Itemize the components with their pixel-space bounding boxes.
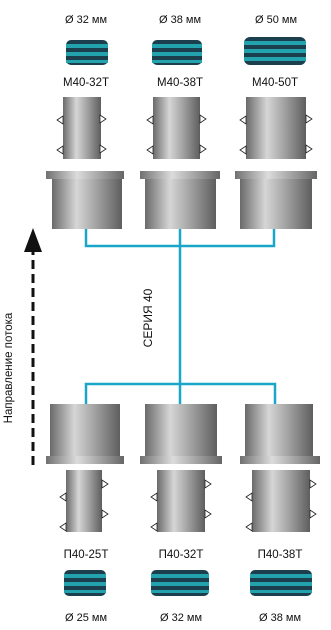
barb-icon — [199, 114, 207, 124]
connector-lines — [84, 229, 277, 404]
bottom-adapter-2: П40-32Т Ø 32 мм — [140, 404, 222, 624]
adapter-body — [140, 404, 222, 532]
arrow-head-icon — [24, 228, 42, 252]
bottom-adapter-code: П40-32Т — [159, 549, 204, 561]
hose-segment — [66, 40, 108, 65]
barb-icon — [199, 144, 207, 154]
hose-segment — [244, 37, 306, 65]
barb-icon — [150, 492, 158, 502]
top-diameter-label: Ø 32 мм — [65, 14, 107, 26]
top-adapter-code: М40-32Т — [63, 77, 109, 89]
adapter-body — [140, 97, 220, 229]
barb-icon — [204, 509, 212, 519]
barb-icon — [204, 479, 212, 489]
top-adapter-code: М40-50Т — [252, 77, 298, 89]
barb-icon — [146, 145, 154, 155]
barb-icon — [146, 115, 154, 125]
bottom-adapter-code: П40-25Т — [64, 549, 109, 561]
barb-icon — [59, 522, 67, 532]
hose-segment — [151, 570, 209, 596]
top-adapter-2: Ø 38 мм М40-38Т — [140, 14, 220, 229]
barb-icon — [56, 115, 64, 125]
bottom-adapter-3: П40-38Т Ø 38 мм — [240, 404, 320, 624]
barb-icon — [305, 144, 313, 154]
barb-icon — [245, 522, 253, 532]
barb-icon — [305, 114, 313, 124]
barb-icon — [150, 522, 158, 532]
top-diameter-label: Ø 38 мм — [159, 14, 201, 26]
top-adapter-code: М40-38Т — [157, 77, 203, 89]
flow-direction-label: Направление потока — [3, 312, 15, 423]
bottom-connector — [84, 382, 277, 404]
bottom-adapter-code: П40-38Т — [258, 549, 303, 561]
bottom-diameter-label: Ø 38 мм — [259, 612, 301, 624]
barb-icon — [101, 479, 109, 489]
hose-segment — [64, 570, 106, 596]
barb-icon — [99, 114, 107, 124]
barb-icon — [99, 144, 107, 154]
bottom-diameter-label: Ø 25 мм — [65, 612, 107, 624]
barb-icon — [239, 145, 247, 155]
barb-icon — [239, 115, 247, 125]
barb-icon — [59, 492, 67, 502]
adapter-body — [235, 97, 317, 229]
adapter-body — [46, 97, 124, 229]
hose-segment — [250, 570, 312, 596]
series-label: СЕРИЯ 40 — [141, 288, 155, 347]
hose-segment — [152, 40, 202, 65]
bottom-diameter-label: Ø 32 мм — [160, 612, 202, 624]
adapter-body — [46, 404, 124, 532]
bottom-adapter-1: П40-25Т Ø 25 мм — [46, 404, 124, 624]
barb-icon — [101, 509, 109, 519]
flow-arrow — [24, 228, 42, 465]
barb-markers — [56, 114, 317, 532]
adapter-body — [240, 404, 320, 532]
barb-icon — [309, 509, 317, 519]
top-diameter-label: Ø 50 мм — [255, 14, 297, 26]
top-connector — [84, 229, 276, 248]
top-adapter-1: Ø 32 мм М40-32Т — [46, 14, 124, 229]
barb-icon — [56, 145, 64, 155]
barb-icon — [309, 479, 317, 489]
top-adapter-3: Ø 50 мм М40-50Т — [235, 14, 317, 229]
barb-icon — [245, 492, 253, 502]
